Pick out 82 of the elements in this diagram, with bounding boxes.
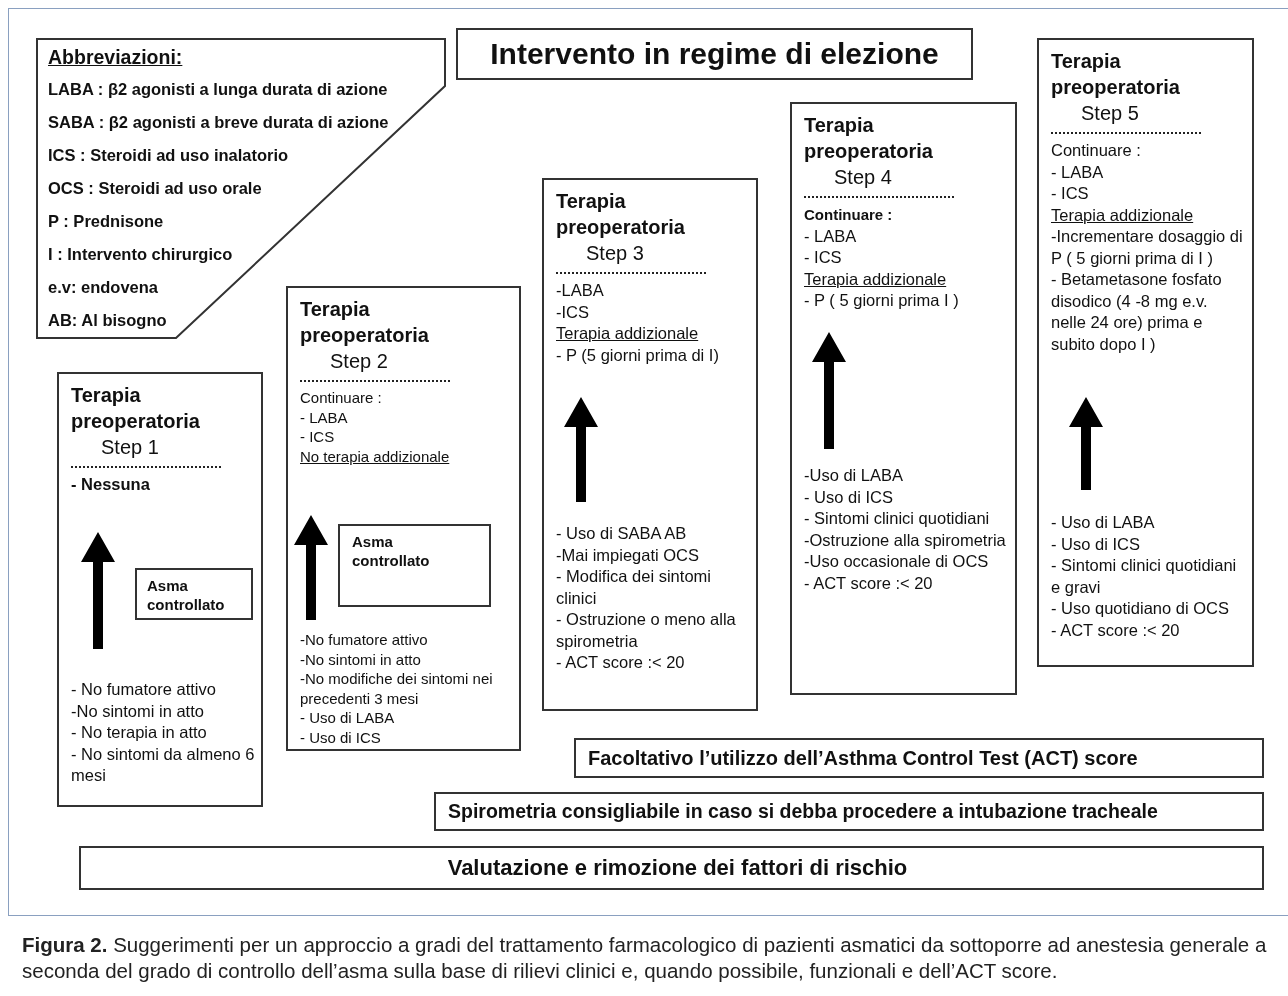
abbreviation-entry: OCS : Steroidi ad uso orale bbox=[48, 179, 262, 198]
step-label: Step 5 bbox=[1080, 101, 1140, 126]
box-heading: Terapia preoperatoria bbox=[71, 383, 201, 434]
list-item: - No fumatore attivo bbox=[71, 679, 217, 700]
banner-box bbox=[434, 792, 1264, 831]
list-item: - Modifica dei sintomi clinici bbox=[556, 566, 712, 609]
list-item: - ICS bbox=[804, 247, 843, 268]
step-box bbox=[1037, 38, 1254, 667]
list-item: -No modifiche dei sintomi nei precedenti 3 mesi bbox=[300, 669, 494, 708]
step-box bbox=[542, 178, 758, 711]
section-heading: Terapia addizionale bbox=[1051, 204, 1195, 226]
list-item: - ACT score :< 20 bbox=[804, 572, 934, 594]
list-item: -Mai impiegati OCS bbox=[556, 544, 701, 566]
box-heading: Abbreviazioni: bbox=[48, 46, 183, 69]
list-item: -No sintomi in atto bbox=[300, 649, 422, 669]
list-item: -Uso di LABA bbox=[804, 465, 905, 486]
abbreviation-entry: LABA : β2 agonisti a lunga durata di azione bbox=[48, 80, 388, 99]
list-item: -Incrementare dosaggio di P ( 5 giorni prima di I ) bbox=[1051, 226, 1244, 269]
list-item: Continuare : bbox=[1051, 140, 1142, 161]
figure-caption: Figura 2. Suggerimenti per un approccio a gradi del trattamento farmacologico di pazienti asmatici da sottoporre ad anestesia generale a seconda del grado di controllo dell’asma sulla base di rilievi clinici e, quando possibile, funzionali e dell’ACT score. bbox=[22, 932, 1268, 984]
list-item: - Uso di SABA AB bbox=[556, 523, 688, 544]
list-item: Continuare : bbox=[300, 388, 383, 408]
list-item: -LABA bbox=[556, 280, 605, 301]
list-item: - Uso di ICS bbox=[804, 486, 894, 508]
list-item: -No fumatore attivo bbox=[300, 630, 429, 650]
list-item: - P ( 5 giorni prima I ) bbox=[804, 290, 960, 311]
box-heading: Terapia preoperatoria bbox=[804, 113, 934, 164]
banner-text: Valutazione e rimozione dei fattori di rischio bbox=[447, 855, 908, 881]
list-item: - ICS bbox=[1051, 183, 1090, 204]
banner-box bbox=[574, 738, 1264, 778]
box-heading: Terapia preoperatoria bbox=[556, 189, 686, 240]
list-item: - ACT score :< 20 bbox=[556, 652, 686, 673]
step-label: Step 3 bbox=[585, 241, 645, 266]
list-item: - Sintomi clinici quotidiani e gravi bbox=[1051, 555, 1238, 598]
list-item: -Ostruzione alla spirometria bbox=[804, 529, 1007, 551]
list-item: - Nessuna bbox=[71, 474, 151, 495]
list-item: - P (5 giorni prima di I) bbox=[556, 344, 720, 366]
step-label: Step 2 bbox=[329, 349, 389, 374]
list-item: - LABA bbox=[1051, 161, 1105, 183]
list-item: - ICS bbox=[300, 427, 336, 447]
title-text: Intervento in regime di elezione bbox=[490, 37, 939, 71]
abbreviation-entry: SABA : β2 agonisti a breve durata di azione bbox=[48, 113, 389, 132]
status-label: Asma controllato bbox=[147, 576, 226, 614]
list-item: - Uso di ICS bbox=[300, 727, 382, 747]
list-item: - Uso di LABA bbox=[300, 708, 396, 728]
list-item: -ICS bbox=[556, 301, 590, 323]
list-item: - Uso quotidiano di OCS bbox=[1051, 598, 1230, 619]
section-heading: No terapia addizionale bbox=[300, 446, 451, 466]
abbreviation-entry: P : Prednisone bbox=[48, 212, 164, 231]
list-item: - No terapia in atto bbox=[71, 722, 208, 743]
status-box bbox=[338, 524, 491, 607]
list-item: - Betametasone fosfato disodico (4 -8 mg e.v. nelle 24 ore) prima e subito dopo I ) bbox=[1051, 269, 1223, 355]
section-heading: Terapia addizionale bbox=[556, 323, 700, 344]
step-label: Step 4 bbox=[833, 165, 893, 190]
list-item: - Uso di ICS bbox=[1051, 533, 1141, 555]
abbreviation-entry: I : Intervento chirurgico bbox=[48, 245, 233, 264]
abbreviation-entry: AB: Al bisogno bbox=[48, 311, 167, 330]
step-box bbox=[286, 286, 521, 751]
box-heading: Terapia preoperatoria bbox=[300, 297, 430, 348]
list-item: -No sintomi in atto bbox=[71, 700, 205, 722]
list-item: - Uso di LABA bbox=[1051, 512, 1156, 533]
status-box bbox=[135, 568, 253, 620]
banner-text: Spirometria consigliabile in caso si debba procedere a intubazione tracheale bbox=[448, 800, 1158, 823]
abbreviation-entry: ICS : Steroidi ad uso inalatorio bbox=[48, 146, 289, 165]
banner-box bbox=[79, 846, 1264, 890]
title-box bbox=[456, 28, 973, 80]
abbreviation-entry: e.v: endovena bbox=[48, 278, 159, 297]
step-label: Step 1 bbox=[100, 435, 160, 460]
list-item: -Uso occasionale di OCS bbox=[804, 551, 990, 572]
list-item: - ACT score :< 20 bbox=[1051, 619, 1181, 641]
list-item: - Sintomi clinici quotidiani bbox=[804, 508, 991, 529]
step-box bbox=[57, 372, 263, 807]
box-heading: Terapia preoperatoria bbox=[1051, 49, 1181, 100]
list-item: - LABA bbox=[300, 407, 349, 427]
list-item: - No sintomi da almeno 6 mesi bbox=[71, 743, 255, 786]
section-heading: Continuare : bbox=[804, 205, 894, 225]
list-item: - LABA bbox=[804, 225, 858, 247]
status-label: Asma controllato bbox=[352, 532, 431, 570]
section-heading: Terapia addizionale bbox=[804, 268, 948, 290]
banner-text: Facoltativo l’utilizzo dell’Asthma Control Test (ACT) score bbox=[588, 746, 1138, 770]
list-item: - Ostruzione o meno alla spirometria bbox=[556, 609, 737, 652]
step-box bbox=[790, 102, 1017, 695]
